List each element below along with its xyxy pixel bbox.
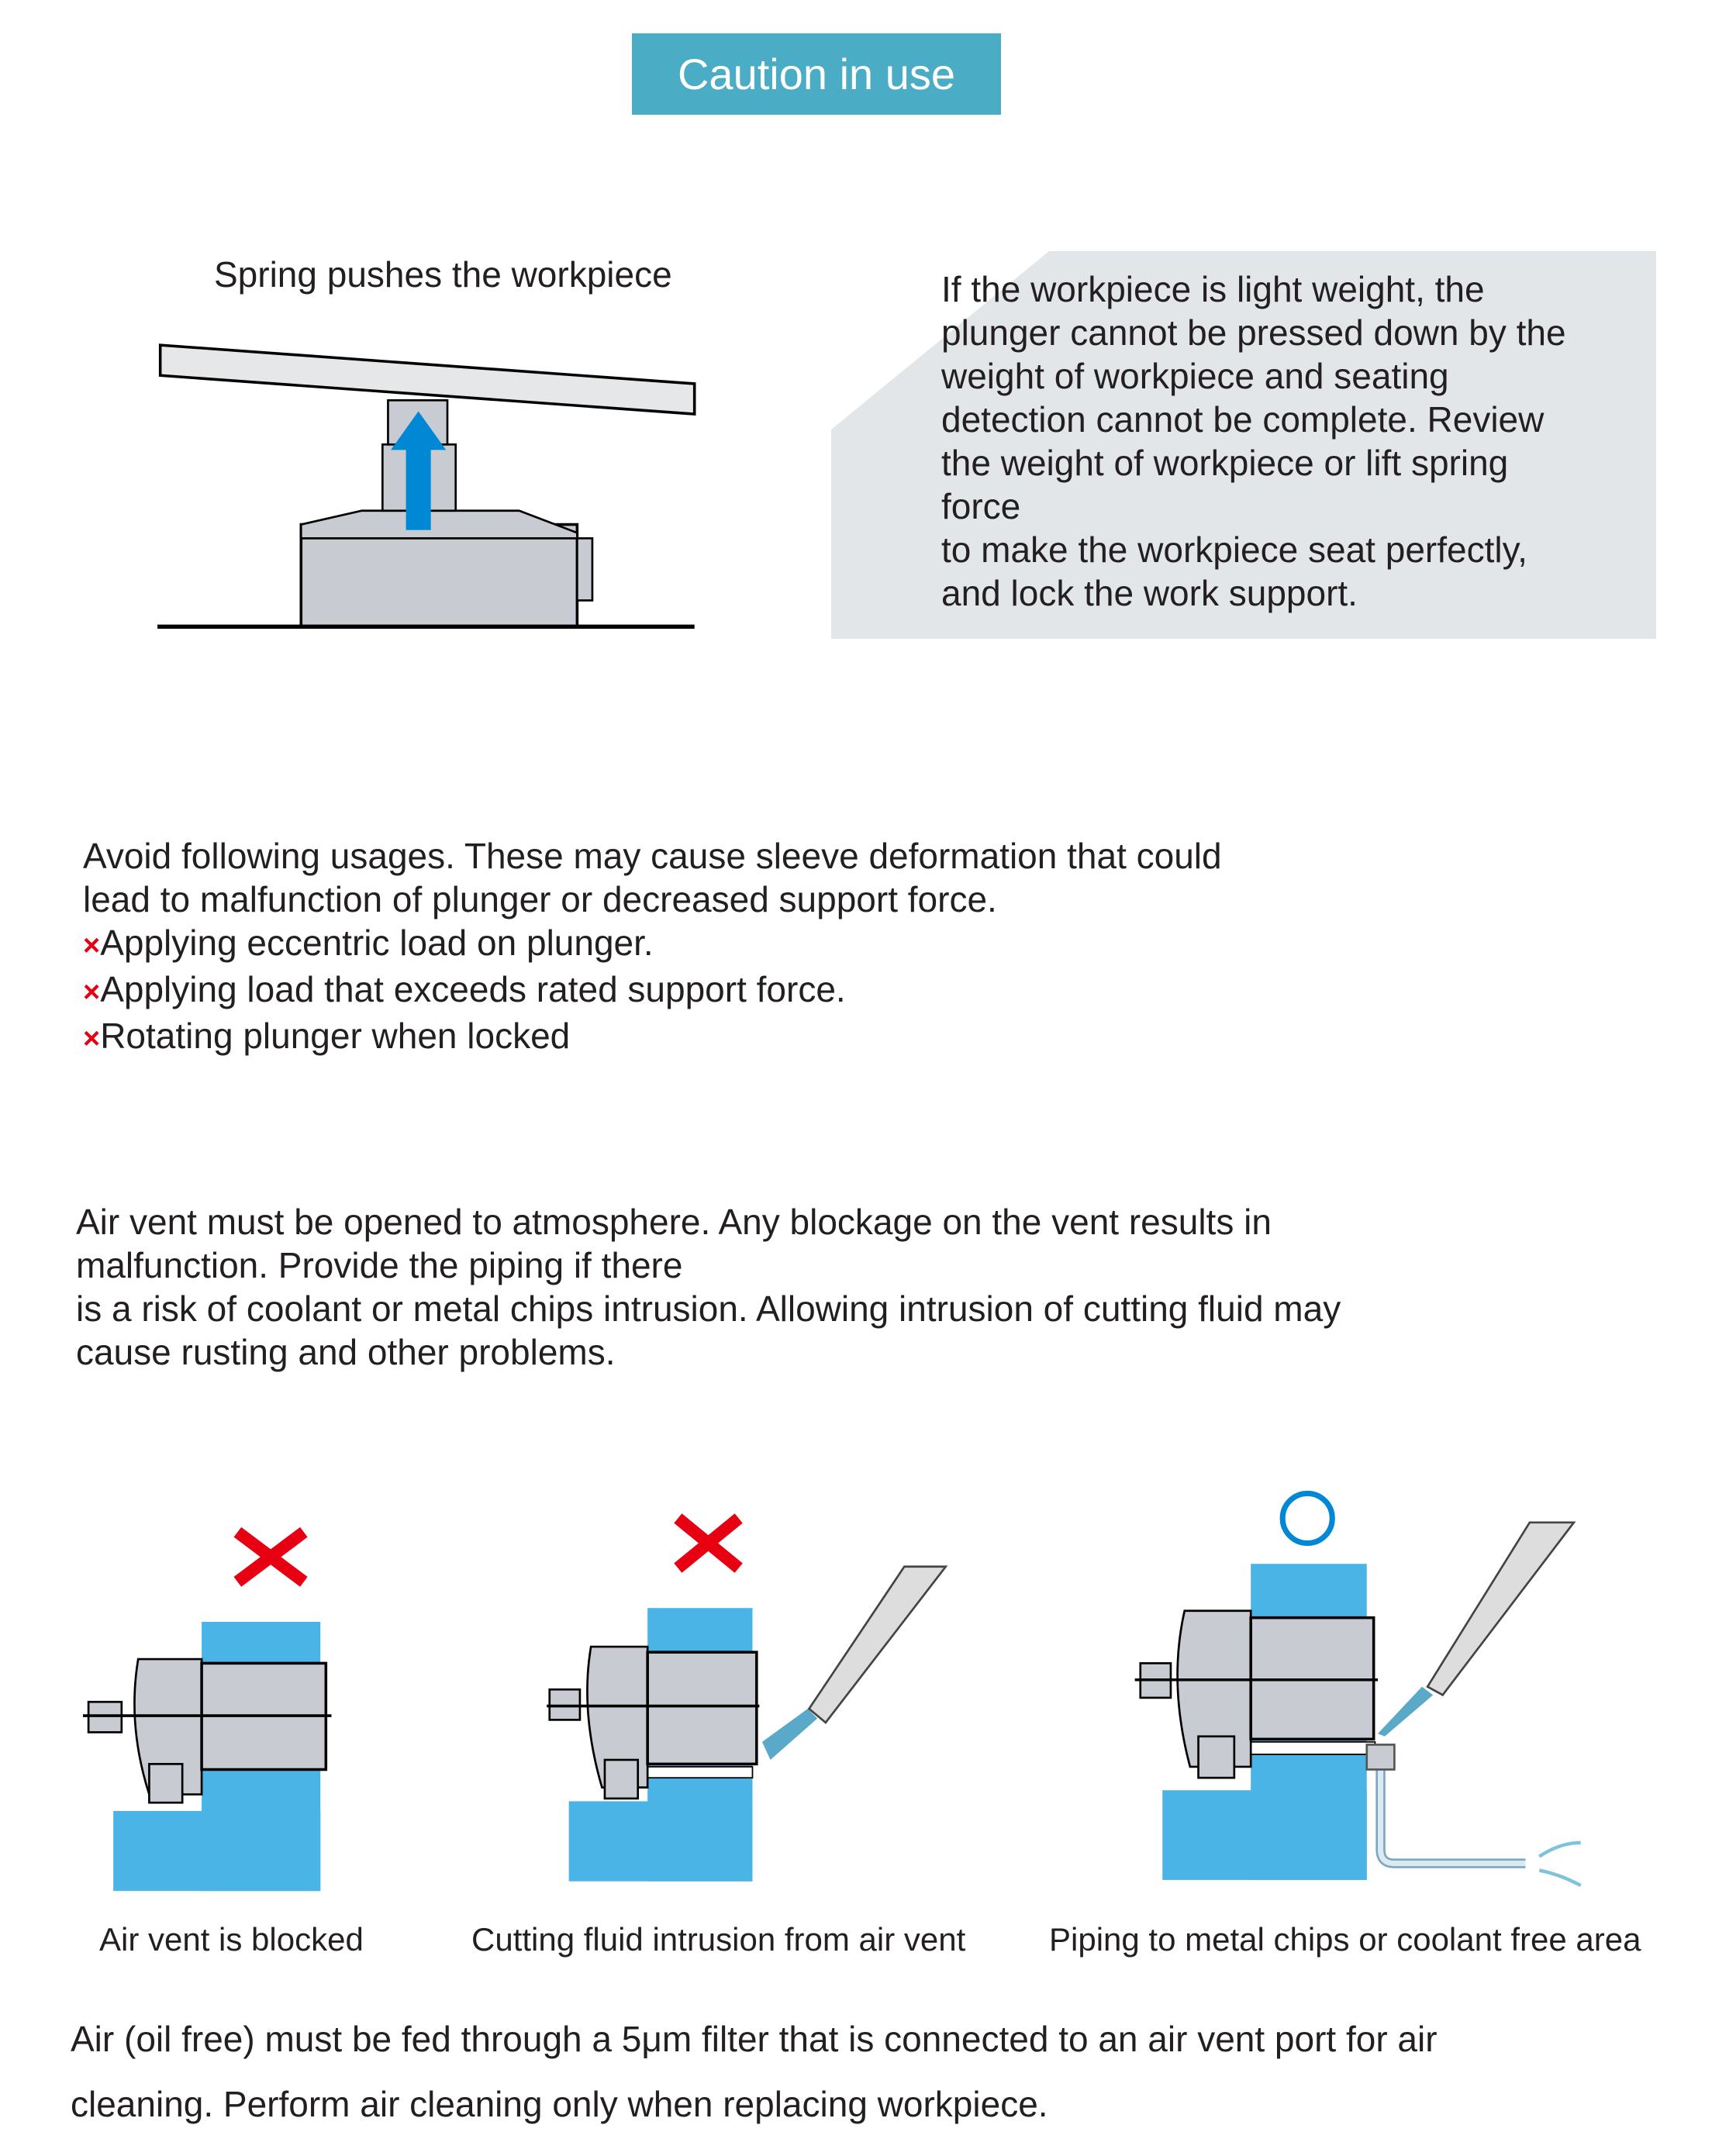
intro-line: lead to malfunction of plunger or decrea… [83,879,997,919]
air-cleaning-section: Air (oil free) must be fed through a 5μm… [71,2006,1438,2137]
ng-cross-icon [233,1526,308,1587]
intro-line: Avoid following usages. These may cause … [83,836,1222,876]
fluid-spray [761,1709,818,1761]
caption-intrusion: Cutting fluid intrusion from air vent [471,1921,966,1958]
prohibited-item: ×Rotating plunger when locked [83,1016,571,1056]
text-line: cleaning. Perform air cleaning only when… [71,2084,1048,2124]
coolant-nozzle [807,1565,948,1724]
ok-circle-icon [1279,1490,1335,1547]
page-title: Caution in use [632,33,1001,115]
note-line: the weight of workpiece or lift spring [941,443,1509,483]
air-vent-blocked-illustration [82,1526,332,1892]
note-line: weight of workpiece and seating [941,356,1449,396]
spring-figure-label: Spring pushes the workpiece [214,254,672,295]
note-line: force [941,486,1021,526]
caption-piping: Piping to metal chips or coolant free ar… [1049,1921,1641,1958]
piping-illustration [1134,1490,1582,1888]
cross-mark-icon: × [83,976,101,1009]
note-line: If the workpiece is light weight, the [941,269,1485,309]
prohibited-item: ×Applying load that exceeds rated suppor… [83,969,846,1009]
note-line: detection cannot be complete. Review [941,399,1545,440]
note-line: and lock the work support. [941,573,1358,613]
caption-blocked: Air vent is blocked [99,1921,364,1958]
ng-cross-icon [674,1513,743,1573]
cross-mark-icon: × [83,1023,101,1055]
spring-pushes-illustration [157,343,696,629]
avoid-usages-section: Avoid following usages. These may cause … [83,834,1222,1061]
text-line: malfunction. Provide the piping if there [76,1245,683,1285]
cross-mark-icon: × [83,930,101,962]
note-line: to make the workpiece seat perfectly, [941,530,1527,570]
up-arrow-icon [391,411,447,530]
light-workpiece-note: If the workpiece is light weight, the pl… [941,267,1566,615]
coolant-nozzle [1426,1521,1576,1697]
air-vent-section: Air vent must be opened to atmosphere. A… [76,1200,1341,1374]
prohibited-item: ×Applying eccentric load on plunger. [83,923,654,963]
text-line: is a risk of coolant or metal chips intr… [76,1288,1341,1329]
text-line: Air vent must be opened to atmosphere. A… [76,1202,1272,1242]
note-line: plunger cannot be pressed down by the [941,312,1566,353]
text-line: Air (oil free) must be fed through a 5μm… [71,2019,1438,2059]
text-line: cause rusting and other problems. [76,1332,616,1372]
fluid-intrusion-illustration [547,1513,948,1882]
